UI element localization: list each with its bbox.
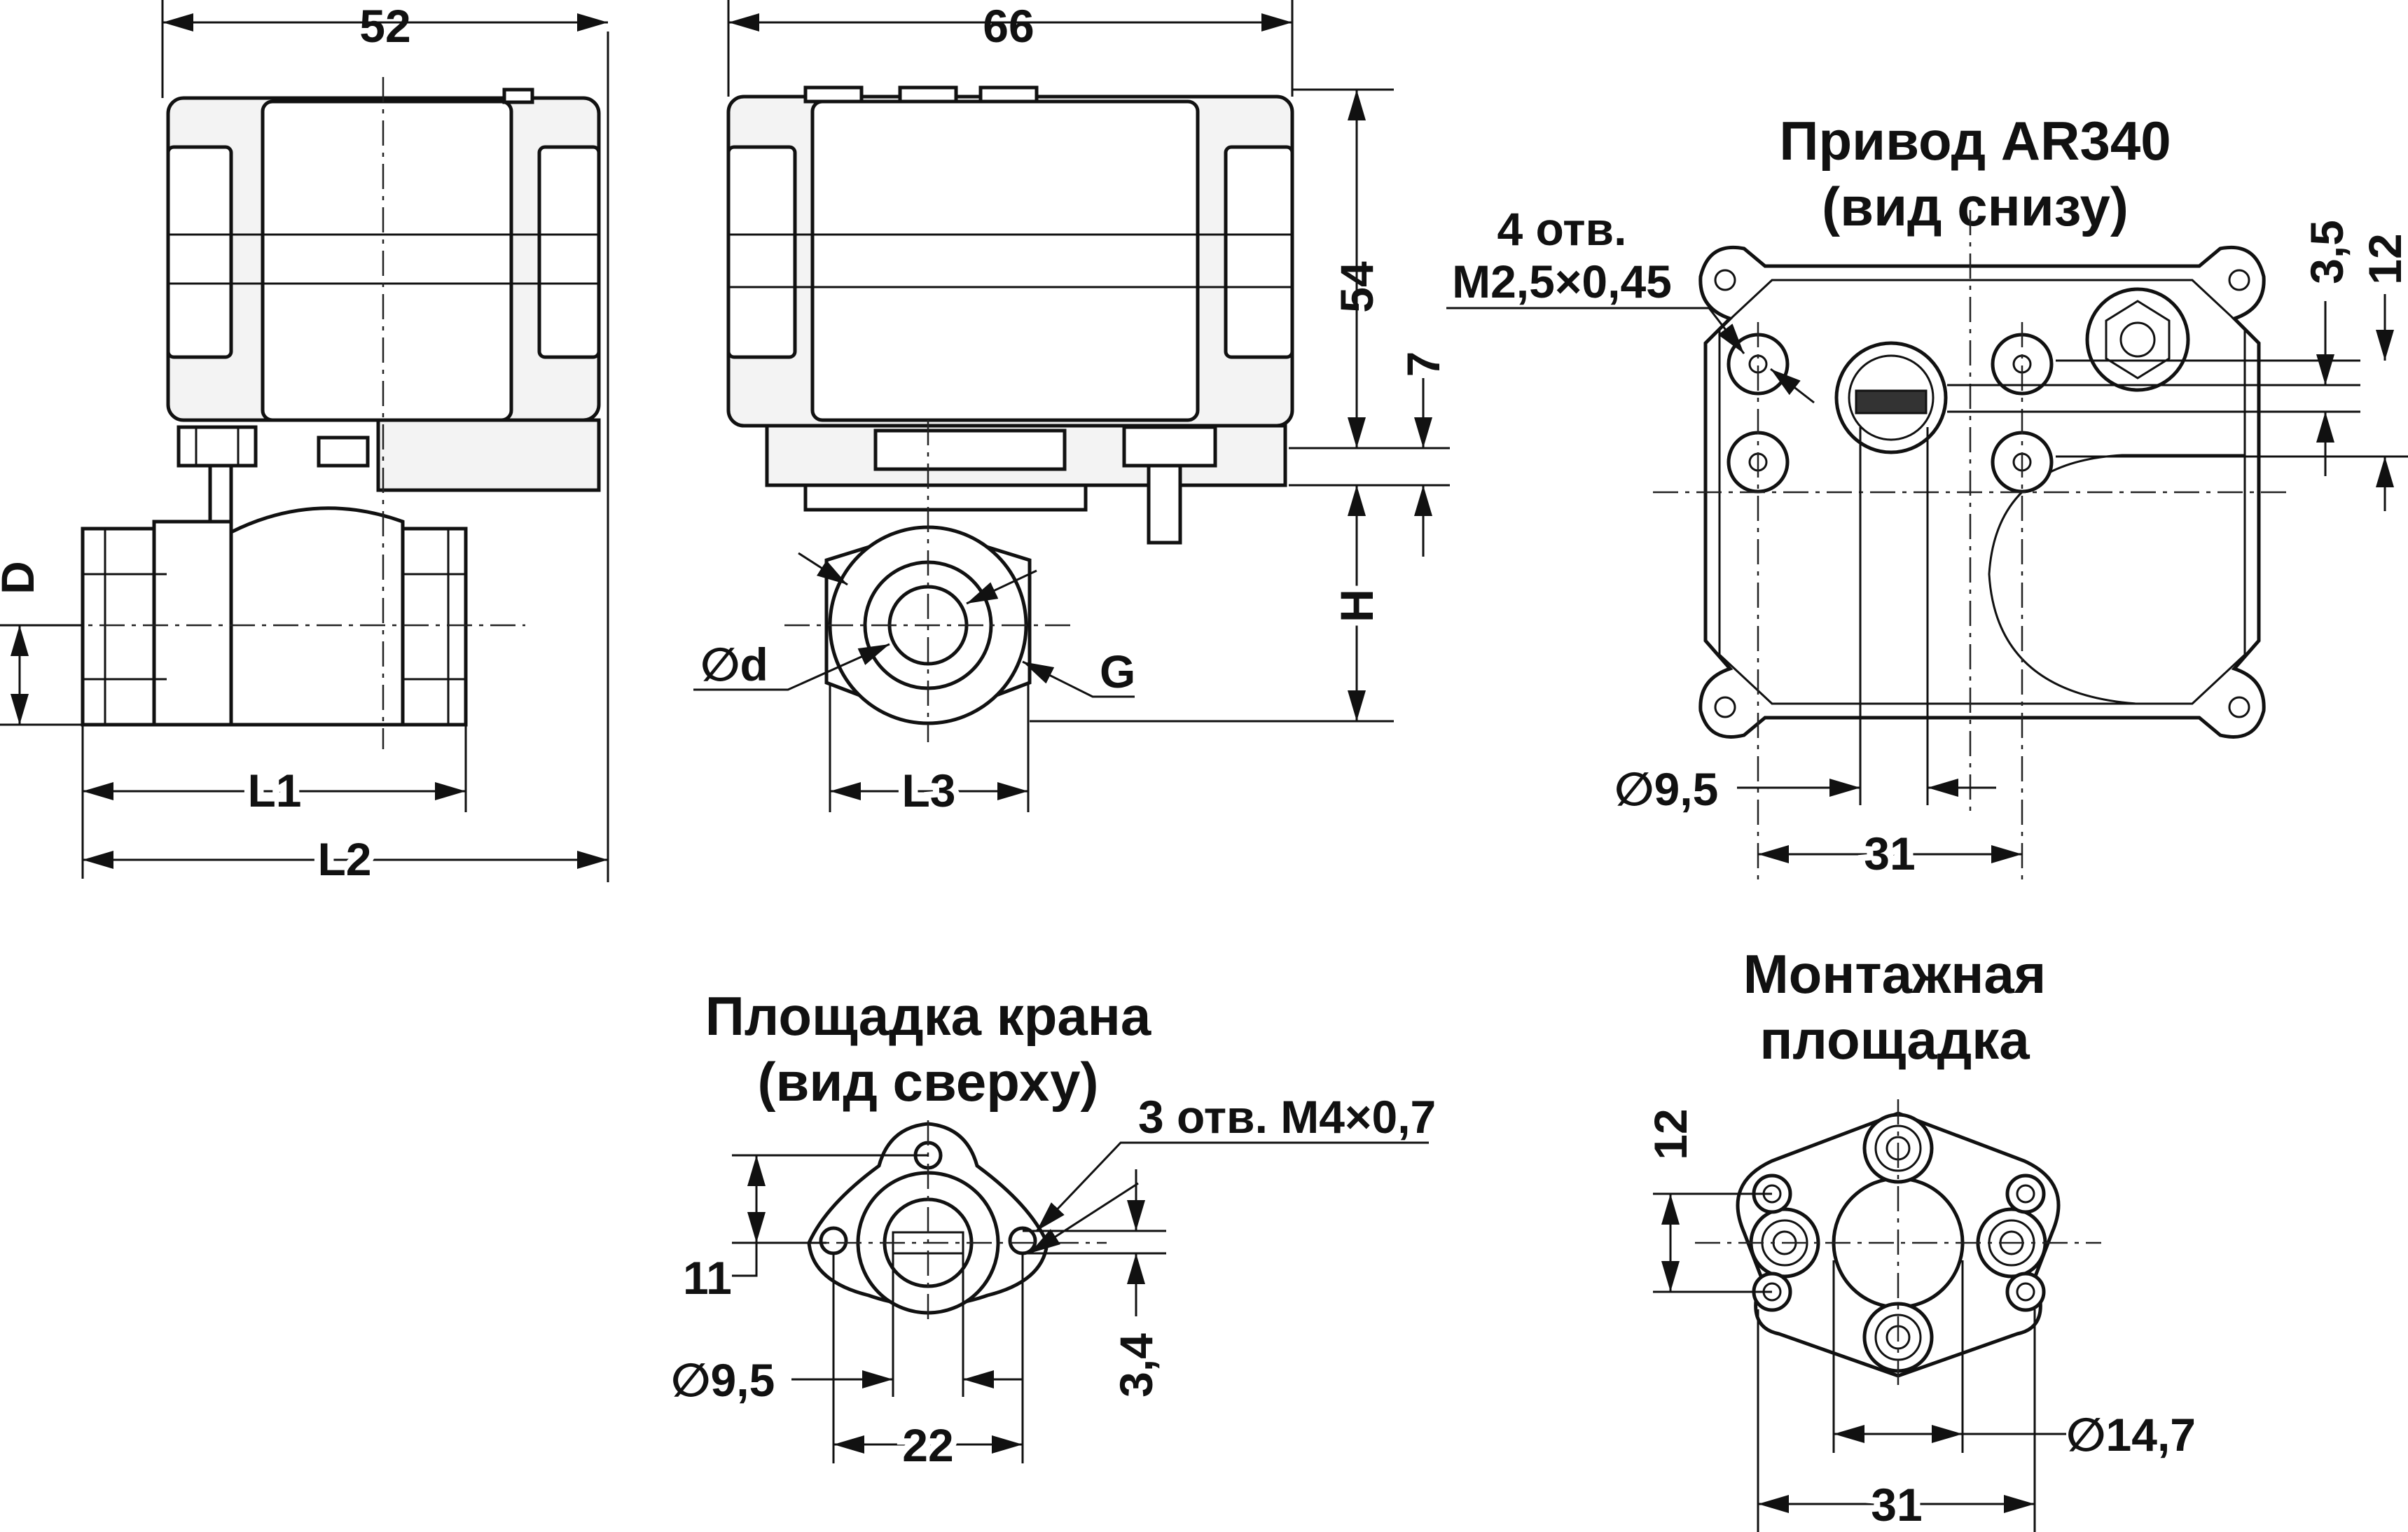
valve-pad-title-line2: (вид сверху) (757, 1051, 1098, 1113)
dim-thread-g: G (1100, 646, 1135, 697)
dim-7: 7 (1397, 351, 1449, 377)
dim-bore-d: ∅d (700, 639, 768, 690)
actuator-bottom-view: Привод AR340 (вид снизу) 4 отв. (1446, 110, 2408, 886)
dim-31-pad: 31 (1871, 1479, 1922, 1531)
actuator-title-line1: Привод AR340 (1779, 110, 2171, 172)
front-view: 66 54 7 H ∅d G L3 (693, 0, 1450, 823)
dim-12: 12 (2359, 233, 2408, 284)
dim-d: D (0, 561, 43, 594)
mounting-pad-view: Монтажная площадка 12 ∅14,7 31 (1645, 943, 2196, 1532)
dim-11: 11 (683, 1252, 732, 1304)
dim-66: 66 (983, 0, 1034, 52)
dim-52: 52 (359, 0, 410, 52)
dim-12-pad: 12 (1645, 1108, 1696, 1160)
dim-3-5: 3,5 (2301, 220, 2353, 284)
mounting-pad-title-line1: Монтажная (1743, 943, 2047, 1005)
dim-54: 54 (1331, 261, 1383, 313)
dim-h: H (1331, 589, 1383, 622)
holes-line2: M2,5×0,45 (1452, 256, 1672, 307)
dim-22: 22 (902, 1419, 953, 1471)
dim-diameter-9-5-pad: ∅9,5 (671, 1354, 775, 1406)
dim-diameter-14-7: ∅14,7 (2066, 1409, 2196, 1461)
valve-pad-title-line1: Площадка крана (705, 985, 1151, 1047)
valve-pad-holes: 3 отв. M4×0,7 (1138, 1091, 1436, 1143)
actuator-title-line2: (вид снизу) (1822, 176, 2129, 237)
dim-3-4: 3,4 (1110, 1333, 1162, 1398)
valve-pad-view: Площадка крана (вид сверху) 3 отв. M4×0,… (671, 985, 1436, 1477)
side-view: 52 D L1 L2 (0, 0, 609, 891)
dim-diameter-9-5: ∅9,5 (1614, 763, 1718, 815)
dim-l3: L3 (901, 765, 955, 816)
dim-l2: L2 (317, 833, 371, 885)
mounting-pad-title-line2: площадка (1759, 1009, 2030, 1071)
dim-31: 31 (1864, 828, 1915, 879)
holes-line1: 4 отв. (1497, 203, 1627, 255)
dim-l1: L1 (247, 765, 301, 816)
